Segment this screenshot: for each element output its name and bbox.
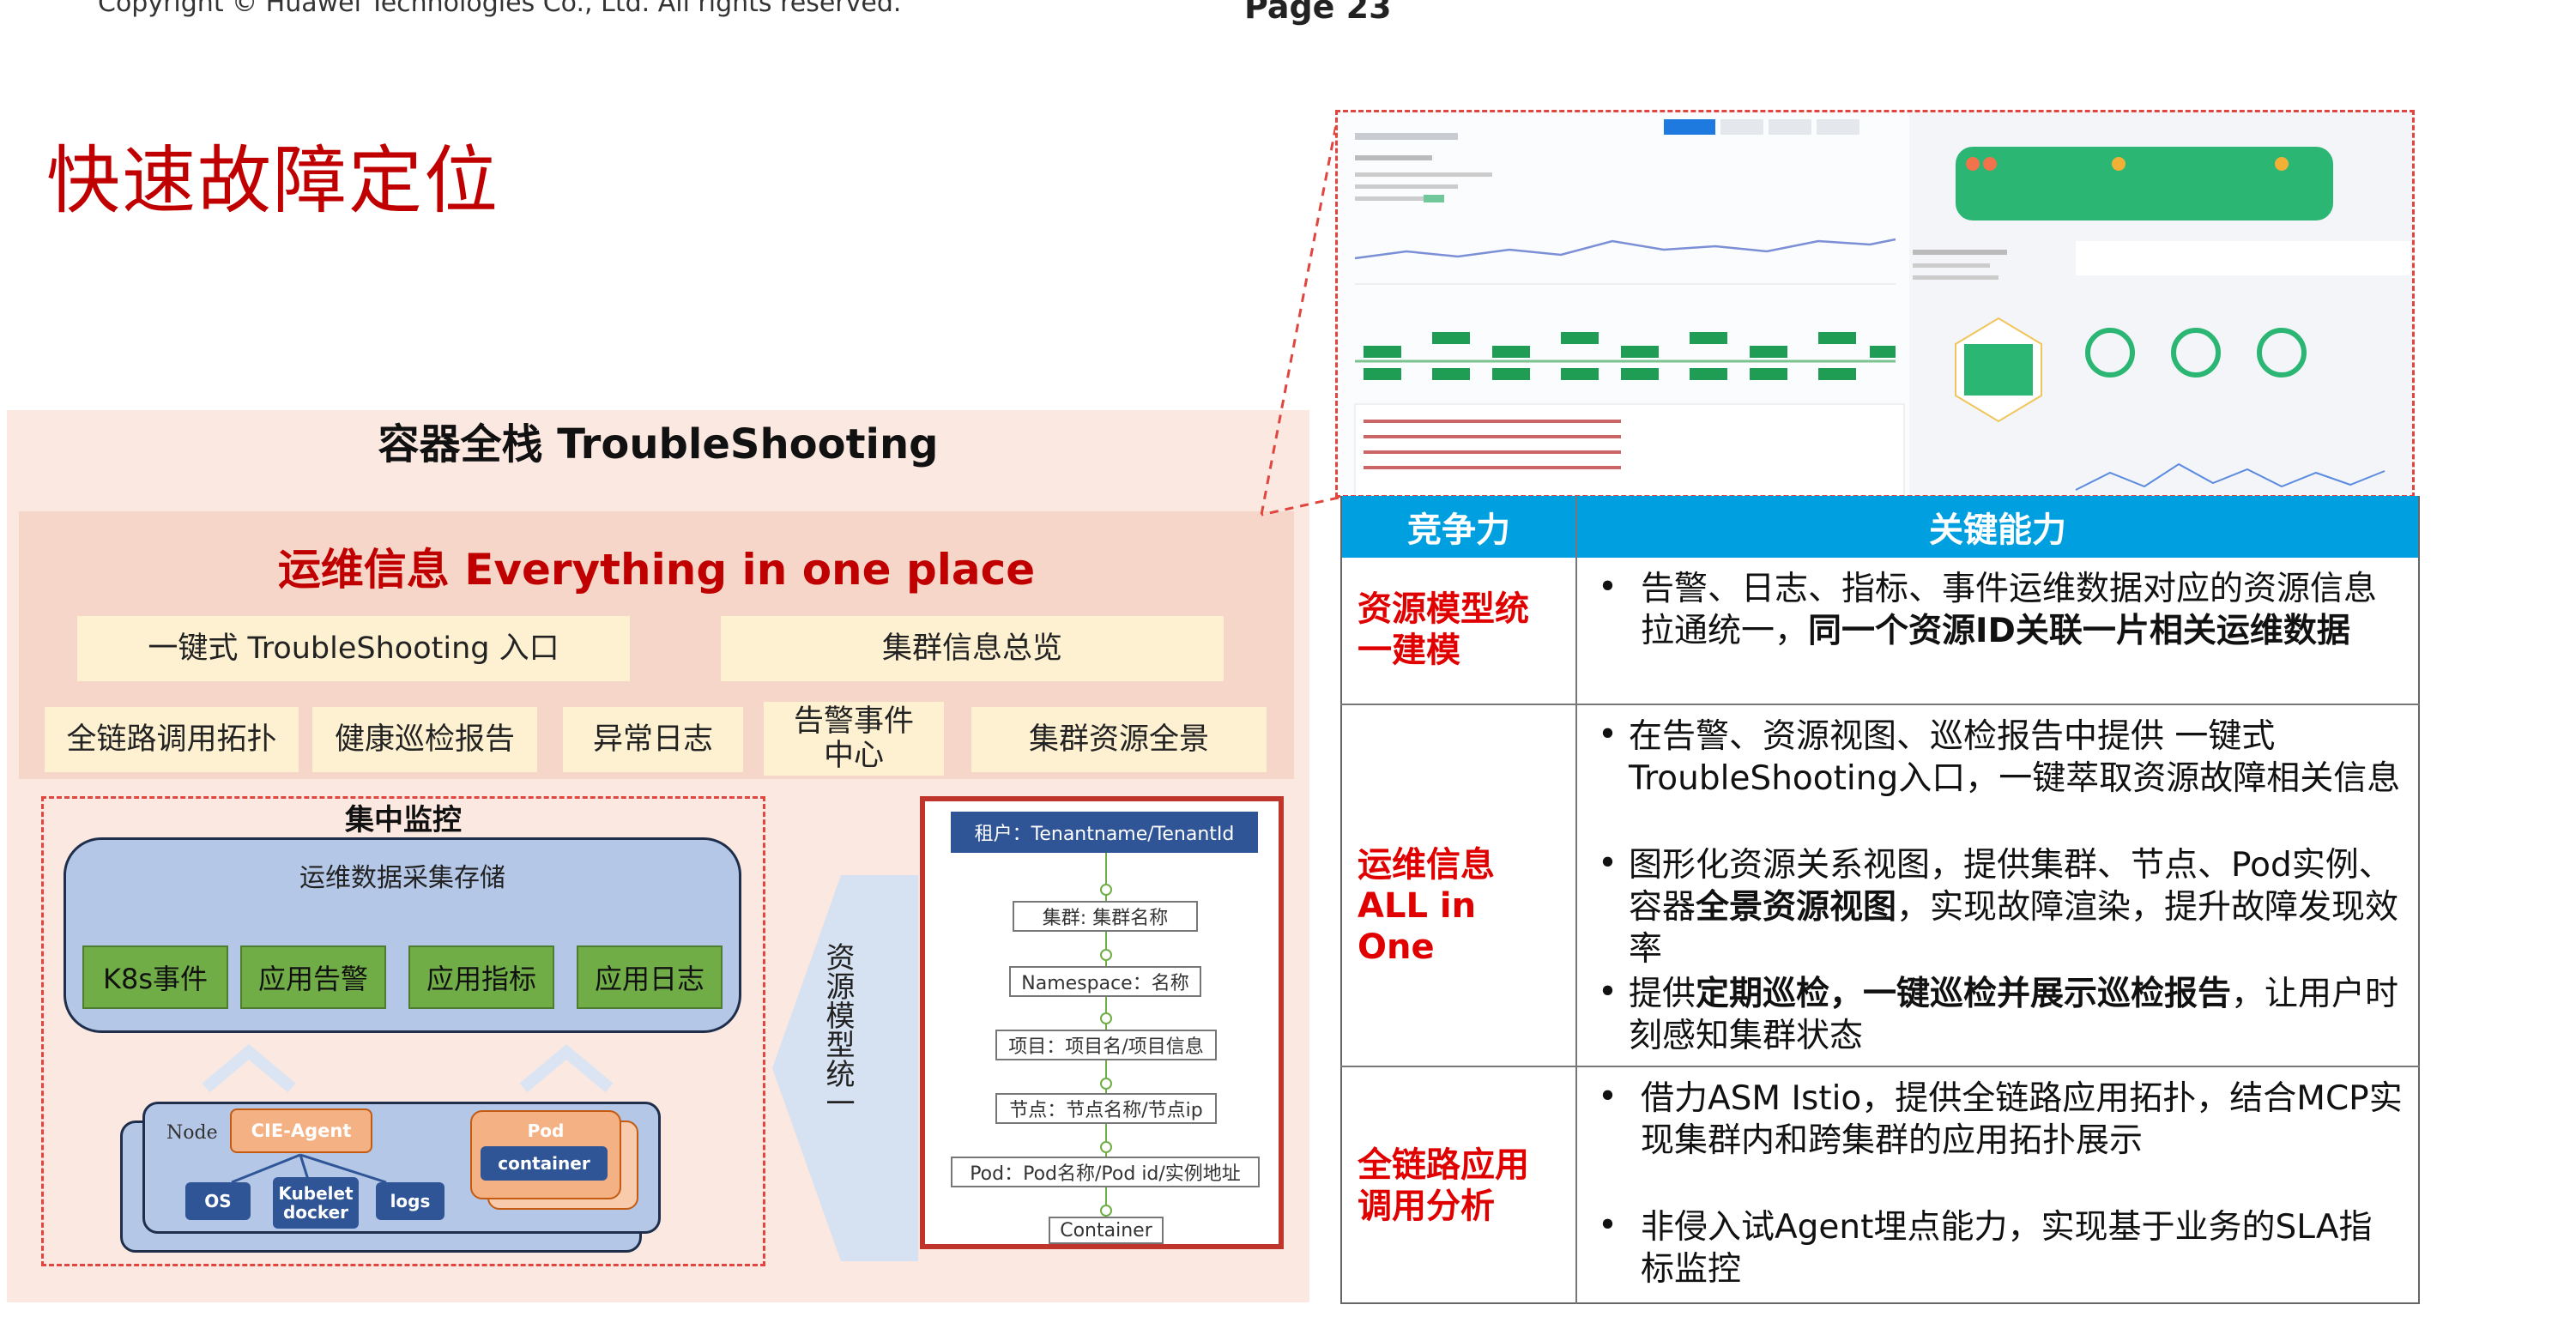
row1-capability: 资源模型统 一建模 — [1358, 589, 1529, 670]
slide-title: 快速故障定位 — [46, 138, 499, 224]
row-divider — [1340, 704, 2420, 705]
central-monitoring-title: 集中监控 — [345, 803, 462, 837]
row2-capability: 运维信息 ALL in One — [1358, 845, 1495, 967]
tree-dot — [1100, 1205, 1112, 1217]
row2-item1: 在告警、资源视图、巡检报告中提供 一键式TroubleShooting入口，一键… — [1629, 716, 2404, 800]
page-number: Page 23 — [1244, 0, 1392, 26]
tree-project: 项目：项目名/项目信息 — [995, 1030, 1217, 1060]
bullet-dot: • — [1598, 568, 1618, 607]
row2-item3-bold: 定期巡检，一键巡检并展示巡检报告 — [1696, 975, 2232, 1013]
kubelet-docker-chip: Kubelet docker — [273, 1177, 359, 1229]
row-divider — [1340, 1066, 2420, 1067]
row2-item3-tail: ，让用户时刻感知集群状态 — [1629, 975, 2399, 1055]
bullet-dot: • — [1598, 1078, 1618, 1116]
table-header-capability: 关键能力 — [1577, 496, 2418, 558]
row2-item3: 提供定期巡检，一键巡检并展示巡检报告，让用户时刻感知集群状态 — [1629, 973, 2404, 1057]
row2-item1-text: 在告警、资源视图、巡检报告中提供 一键式TroubleShooting入口，一键… — [1629, 717, 2401, 798]
container-chip: container — [481, 1146, 608, 1181]
cie-agent-box: CIE-Agent — [230, 1108, 372, 1153]
bullet-dot: • — [1598, 973, 1618, 1012]
tree-container: Container — [1049, 1217, 1164, 1244]
row2-item2-text: 图形化资源关系视图，提供集群、节点、Pod实例、容器 — [1629, 846, 2392, 927]
row3-item1-text: 借力ASM Istio，提供全链路应用拓扑，结合MCP实现集群内和跨集群的应用拓… — [1641, 1079, 2403, 1160]
tree-dot — [1100, 884, 1112, 896]
bullet-dot: • — [1598, 1206, 1618, 1245]
row2-item3-text: 提供 — [1629, 975, 1696, 1013]
copyright-text: Copyright © Huawei Technologies Co., Ltd… — [98, 0, 902, 18]
row1-item1: 告警、日志、指标、事件运维数据对应的资源信息拉通统一，同一个资源ID关联一片相关… — [1641, 568, 2404, 652]
node-label: Node — [166, 1122, 218, 1144]
row3-item2-text: 非侵入试Agent埋点能力，实现基于业务的SLA指标监控 — [1641, 1208, 2373, 1289]
callout-lines — [1260, 111, 1340, 516]
cluster-resource-pill: 集群资源全景 — [971, 707, 1267, 772]
unify-arrow-icon — [772, 875, 918, 1261]
dashboard-thumbnail-image — [1338, 112, 2412, 495]
tree-pod: Pod：Pod名称/Pod id/实例地址 — [951, 1157, 1260, 1187]
app-metric-box: 应用指标 — [408, 945, 554, 1009]
cluster-overview-pill: 集群信息总览 — [721, 616, 1224, 681]
bullet-dot: • — [1598, 844, 1618, 883]
data-store-title: 运维数据采集存储 — [299, 863, 505, 893]
row3-capability: 全链路应用 调用分析 — [1358, 1145, 1529, 1226]
row2-item2-tail: ，实现故障渲染，提升故障发现效率 — [1629, 888, 2399, 969]
row3-item2: 非侵入试Agent埋点能力，实现基于业务的SLA指标监控 — [1641, 1206, 2404, 1290]
upload-arrow-icon — [519, 1043, 614, 1093]
tenant-header: 租户：Tenantname/TenantId — [951, 812, 1258, 853]
tree-dot — [1100, 1141, 1112, 1153]
table-header-competitive: 竞争力 — [1342, 496, 1575, 558]
logs-chip: logs — [376, 1182, 444, 1220]
pod-label: Pod — [527, 1121, 565, 1141]
k8s-event-box: K8s事件 — [82, 945, 228, 1009]
tree-node-level: 节点：节点名称/节点ip — [995, 1093, 1217, 1124]
dashboard-screenshot — [1335, 110, 2415, 498]
topology-pill: 全链路调用拓扑 — [45, 707, 299, 772]
row1-item1-bold: 同一个资源ID关联一片相关运维数据 — [1808, 612, 2350, 650]
central-monitoring-box — [41, 796, 765, 1266]
row3-item1: 借力ASM Istio，提供全链路应用拓扑，结合MCP实现集群内和跨集群的应用拓… — [1641, 1078, 2404, 1162]
unify-label: 资源模型统一 — [819, 942, 856, 1117]
tree-dot — [1100, 949, 1112, 961]
tree-dot — [1100, 1012, 1112, 1024]
tree-dot — [1100, 1078, 1112, 1090]
one-click-entry-pill: 一键式 TroubleShooting 入口 — [77, 616, 630, 681]
column-divider — [1575, 496, 1577, 1304]
row1-item1-text: 告警、日志、指标、事件运维数据对应的资源信息拉通统一， — [1641, 570, 2378, 650]
row2-item2: 图形化资源关系视图，提供集群、节点、Pod实例、容器全景资源视图，实现故障渲染，… — [1629, 844, 2404, 970]
upload-arrow-icon — [202, 1043, 296, 1093]
unify-label-text: 资源模型统一 — [820, 942, 855, 1117]
app-log-box: 应用日志 — [577, 945, 723, 1009]
health-report-pill: 健康巡检报告 — [312, 707, 537, 772]
alarm-center-pill: 告警事件 中心 — [764, 702, 944, 776]
error-log-pill: 异常日志 — [563, 707, 743, 772]
tree-cluster: 集群: 集群名称 — [1013, 901, 1198, 932]
panel-title: 容器全栈 TroubleShooting — [378, 420, 939, 468]
ops-info-title: 运维信息 Everything in one place — [277, 545, 1036, 595]
bullet-dot: • — [1598, 716, 1618, 754]
tree-namespace: Namespace：名称 — [1009, 966, 1201, 997]
row2-item2-bold: 全景资源视图 — [1696, 888, 1897, 927]
app-alarm-box: 应用告警 — [240, 945, 386, 1009]
os-chip: OS — [185, 1182, 251, 1220]
